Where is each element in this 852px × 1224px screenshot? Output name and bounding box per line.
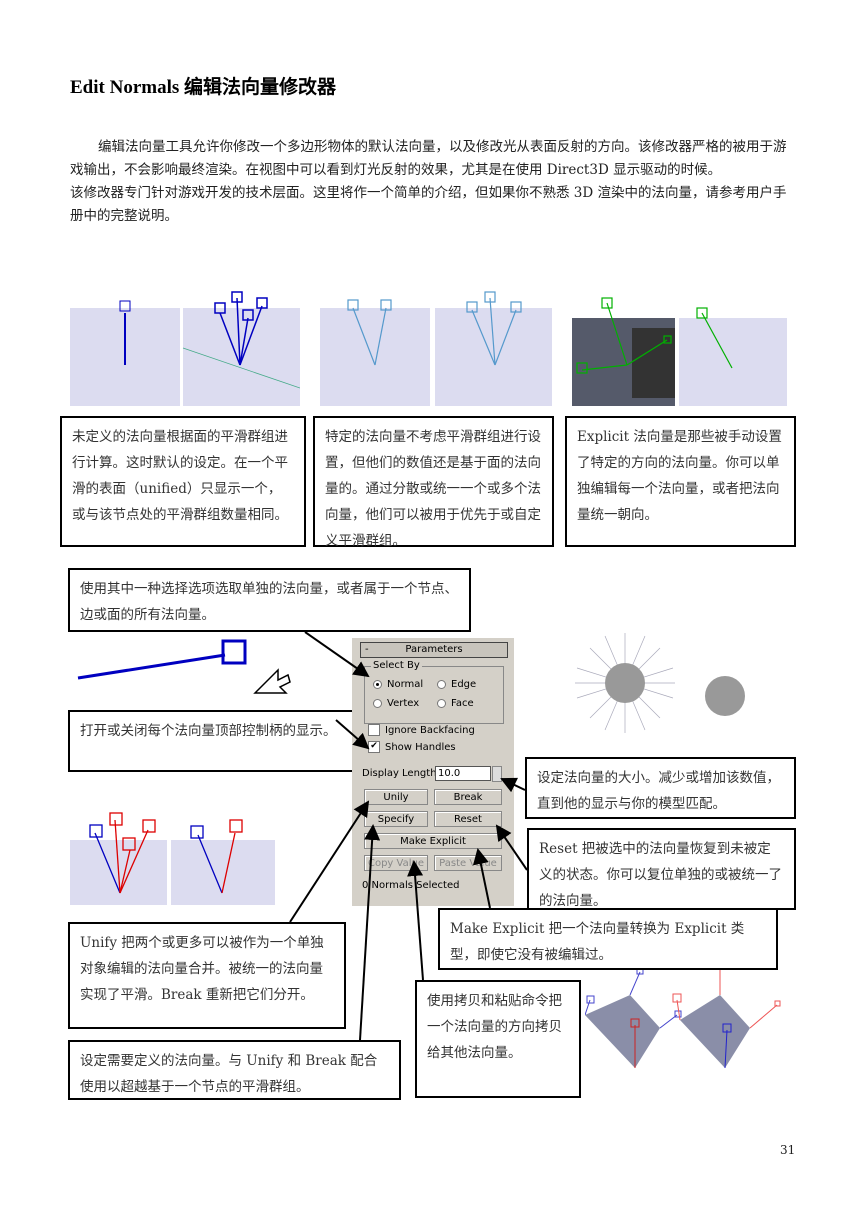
display-length-label: Display Length: — [362, 768, 440, 779]
caption-specified: 特定的法向量不考虑平滑群组进行设置，但他们的数值还是基于面的法向量的。通过分散或… — [313, 416, 554, 549]
radio-label: Face — [451, 698, 474, 709]
radio-label: Normal — [387, 679, 424, 690]
collapse-icon[interactable]: - — [365, 644, 369, 655]
copy-paste-image — [585, 970, 790, 1070]
unified-normals-image — [70, 268, 300, 406]
checkbox-label: Ignore Backfacing — [385, 724, 475, 736]
radio-icon — [373, 699, 382, 708]
checkbox-label: Show Handles — [385, 741, 456, 753]
caption-make-explicit: Make Explicit 把一个法向量转换为 Explicit 类型，即使它没… — [438, 908, 778, 970]
caption-reset: Reset 把被选中的法向量恢复到未被定义的状态。你可以复位单独的或被统一了的法… — [527, 828, 796, 910]
parameters-panel: - Parameters Select By Normal Edge Vertex… — [352, 638, 514, 906]
rollout-title: Parameters — [405, 644, 463, 655]
caption-specify: 设定需要定义的法向量。与 Unify 和 Break 配合使用以超越基于一个节点… — [68, 1040, 401, 1100]
intro-text: 编辑法向量工具允许你修改一个多边形物体的默认法向量，以及修改光从表面反射的方向。… — [70, 136, 795, 228]
explicit-normals-image — [572, 268, 787, 406]
break-button[interactable]: Break — [434, 789, 502, 805]
select-by-group: Select By Normal Edge Vertex Face — [364, 660, 504, 724]
display-length-input[interactable]: 10.0 — [435, 766, 491, 781]
radio-icon — [437, 680, 446, 689]
page-title: Edit Normals 编辑法向量修改器 — [70, 77, 337, 98]
caption-length: 设定法向量的大小。减少或增加该数值，直到他的显示与你的模型匹配。 — [525, 757, 796, 819]
parameters-rollout-header[interactable]: - Parameters — [360, 642, 508, 658]
caption-unify: Unify 把两个或更多可以被作为一个单独对象编辑的法向量合并。被统一的法向量实… — [68, 922, 346, 1029]
unify-button[interactable]: Unily — [364, 789, 428, 805]
checkmark-icon: ✔ — [368, 741, 380, 753]
page-number: 31 — [780, 1143, 796, 1157]
reset-button[interactable]: Reset — [434, 811, 502, 827]
make-explicit-button[interactable]: Make Explicit — [364, 833, 502, 849]
radio-icon — [437, 699, 446, 708]
caption-select: 使用其中一种选择选项选取单独的法向量，或者属于一个节点、边或面的所有法向量。 — [68, 568, 471, 632]
radio-normal[interactable]: Normal — [373, 679, 423, 690]
select-by-label: Select By — [371, 660, 422, 671]
checkbox-icon — [368, 724, 380, 736]
specify-button[interactable]: Specify — [364, 811, 428, 827]
radio-face[interactable]: Face — [437, 698, 474, 709]
sphere-normals-image — [565, 628, 790, 738]
normal-handle-image — [75, 635, 305, 695]
specified-normals-image — [320, 268, 552, 406]
paste-value-button[interactable]: Paste Value — [434, 855, 502, 871]
intro-paragraph-1: 编辑法向量工具允许你修改一个多边形物体的默认法向量，以及修改光从表面反射的方向。… — [70, 139, 787, 178]
caption-explicit: Explicit 法向量是那些被手动设置了特定的方向的法向量。你可以单独编辑每一… — [565, 416, 796, 547]
normals-selected-status: 0 Normals Selected — [362, 880, 460, 891]
caption-handles: 打开或关闭每个法向量顶部控制柄的显示。 — [68, 710, 365, 772]
caption-unified: 未定义的法向量根据面的平滑群组进行计算。这时默认的设定。在一个平滑的表面（uni… — [60, 416, 306, 547]
ignore-backfacing-checkbox[interactable]: Ignore Backfacing — [368, 724, 475, 736]
copy-value-button[interactable]: Copy Value — [364, 855, 428, 871]
caption-copy: 使用拷贝和粘贴命令把一个法向量的方向拷贝给其他法向量。 — [415, 980, 581, 1098]
radio-label: Edge — [451, 679, 477, 690]
unify-break-image — [70, 805, 275, 905]
radio-label: Vertex — [387, 698, 420, 709]
display-length-spinner[interactable] — [492, 766, 502, 782]
intro-paragraph-2: 该修改器专门针对游戏开发的技术层面。这里将作一个简单的介绍，但如果你不熟悉 3D… — [70, 185, 787, 224]
radio-edge[interactable]: Edge — [437, 679, 476, 690]
radio-vertex[interactable]: Vertex — [373, 698, 419, 709]
show-handles-checkbox[interactable]: ✔ Show Handles — [368, 741, 456, 753]
radio-selected-icon — [373, 680, 382, 689]
